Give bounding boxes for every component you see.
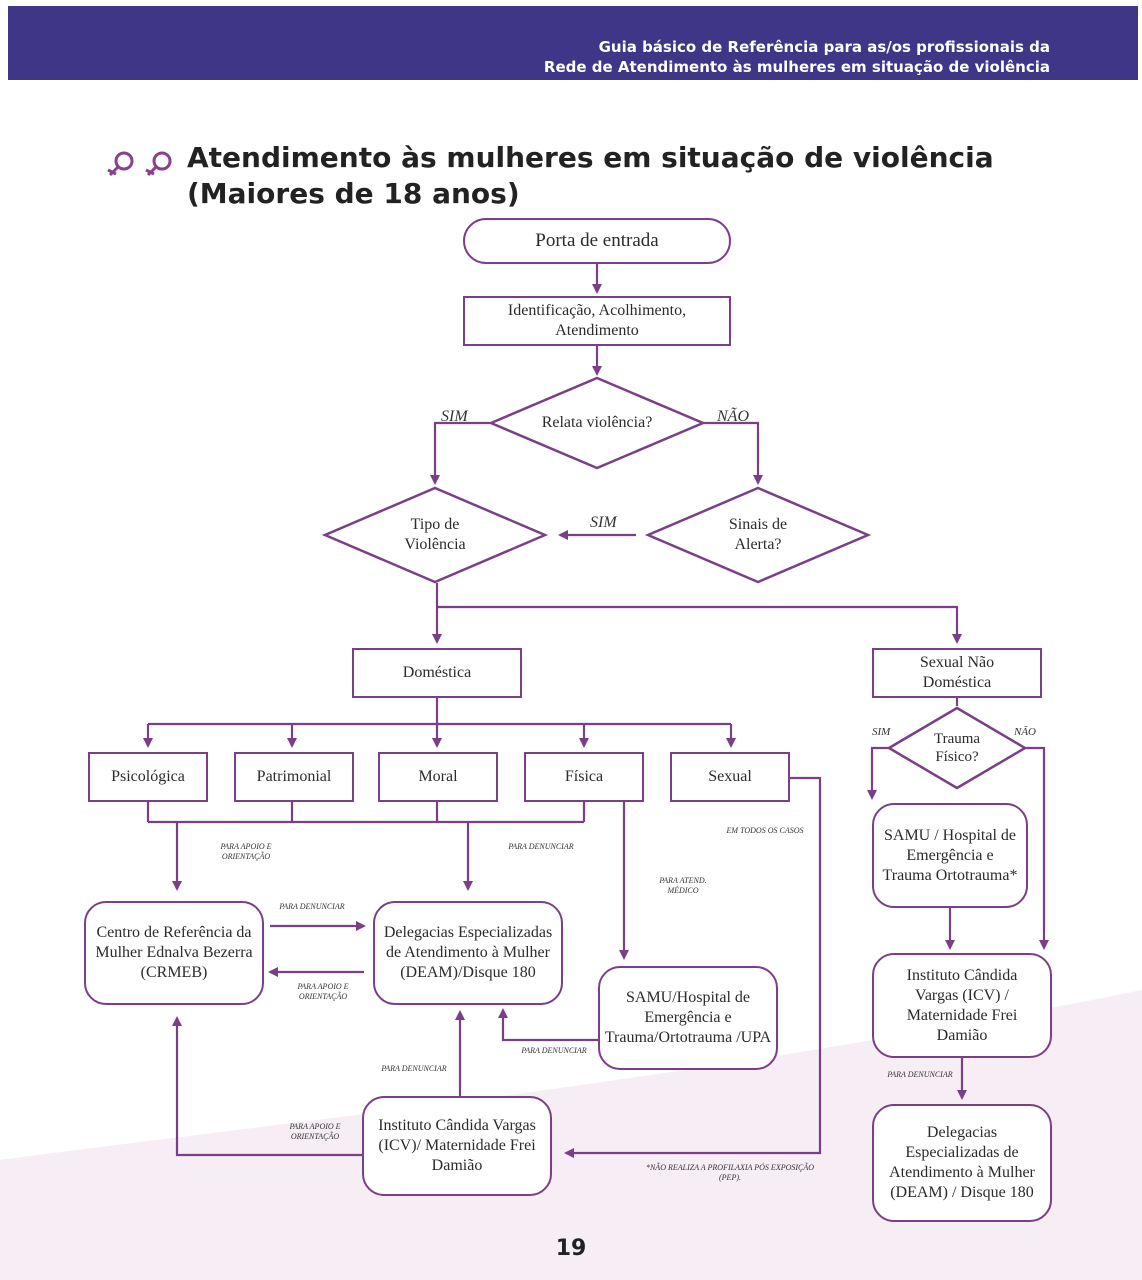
label-nao-right: NÃO bbox=[717, 408, 749, 425]
footnote-nao-realiza-pep: *NÃO REALIZA A PROFILAXIA PÓS EXPOSIÇÃO … bbox=[645, 1163, 815, 1182]
label-para-apoio-deam: PARA APOIO E ORIENTAÇÃO bbox=[297, 982, 349, 1001]
label-para-denunciar-samu: PARA DENUNCIAR bbox=[521, 1046, 587, 1055]
label-sim-mid: SIM bbox=[590, 514, 617, 531]
node-crmeb: Centro de Referência da Mulher Ednalva B… bbox=[84, 901, 264, 1005]
node-sinais-de-alerta: Sinais de Alerta? bbox=[728, 516, 788, 553]
label-para-denunciar-top: PARA DENUNCIAR bbox=[508, 842, 574, 851]
label-sim-trauma: SIM bbox=[872, 726, 891, 738]
node-porta-de-entrada: Porta de entrada bbox=[463, 218, 731, 264]
header-banner: Guia básico de Referência para as/os pro… bbox=[8, 6, 1138, 80]
title-line-1: Atendimento às mulheres em situação de v… bbox=[187, 141, 994, 174]
node-patrimonial: Patrimonial bbox=[234, 752, 354, 802]
node-samu-hospital-right: SAMU / Hospital de Emergência e Trauma O… bbox=[872, 803, 1028, 908]
label-para-denunciar-right: PARA DENUNCIAR bbox=[887, 1070, 953, 1079]
label-em-todos-casos: EM TODOS OS CASOS bbox=[726, 826, 804, 835]
label-sim-left: SIM bbox=[441, 408, 468, 425]
node-icv-bottom: Instituto Cândida Vargas (ICV)/ Maternid… bbox=[362, 1096, 552, 1196]
node-deam-right: Delegacias Especializadas de Atendimento… bbox=[872, 1104, 1052, 1222]
label-para-atend-medico: PARA ATEND. MÉDICO bbox=[659, 876, 707, 895]
node-psicologica: Psicológica bbox=[88, 752, 208, 802]
title-line-2: (Maiores de 18 anos) bbox=[187, 177, 520, 210]
header-line-2: Rede de Atendimento às mulheres em situa… bbox=[543, 58, 1050, 76]
page-number: 19 bbox=[555, 1236, 587, 1261]
node-sexual-nao-domestica: Sexual Não Doméstica bbox=[872, 648, 1042, 698]
decision-tipo-shape bbox=[321, 486, 549, 584]
node-moral: Moral bbox=[378, 752, 498, 802]
page-title: Atendimento às mulheres em situação de v… bbox=[187, 140, 994, 212]
label-para-apoio-top: PARA APOIO E ORIENTAÇÃO bbox=[220, 842, 272, 861]
decision-trauma-shape bbox=[886, 706, 1028, 790]
decision-sinais-shape bbox=[644, 486, 872, 584]
node-relata-violencia: Relata violência? bbox=[541, 414, 653, 431]
node-deam: Delegacias Especializadas de Atendimento… bbox=[373, 901, 563, 1005]
node-sexual: Sexual bbox=[670, 752, 790, 802]
header-line-1: Guia básico de Referência para as/os pro… bbox=[598, 38, 1050, 56]
label-nao-trauma: NÃO bbox=[1014, 726, 1036, 738]
label-para-denunciar-icv: PARA DENUNCIAR bbox=[381, 1064, 447, 1073]
node-trauma-fisico: Trauma Físico? bbox=[933, 731, 981, 765]
node-tipo-de-violencia: Tipo de Violência bbox=[404, 516, 466, 553]
node-identificacao: Identificação, Acolhimento, Atendimento bbox=[463, 296, 731, 346]
label-para-denunciar-crmeb: PARA DENUNCIAR bbox=[279, 902, 345, 911]
node-domestica: Doméstica bbox=[352, 648, 522, 698]
node-icv-right: Instituto Cândida Vargas (ICV) / Materni… bbox=[872, 953, 1052, 1058]
decision-relata-shape bbox=[487, 376, 707, 470]
node-samu-hospital-mid: SAMU/Hospital de Emergência e Trauma/Ort… bbox=[598, 966, 778, 1070]
label-para-apoio-icv: PARA APOIO E ORIENTAÇÃO bbox=[289, 1122, 341, 1141]
node-fisica: Física bbox=[524, 752, 644, 802]
venus-symbols-icon bbox=[107, 151, 172, 177]
